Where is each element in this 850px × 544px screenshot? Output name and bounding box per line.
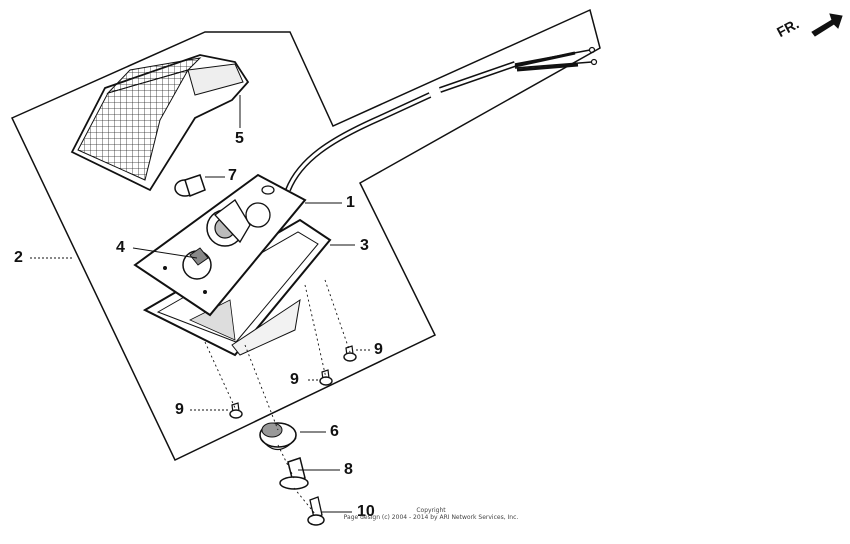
assembly-outline xyxy=(10,8,601,462)
callout-1: 1 xyxy=(346,194,355,211)
screw-9 xyxy=(229,345,357,419)
copyright-line-2: Page design (c) 2004 - 2014 by ARI Netwo… xyxy=(343,514,519,522)
wire-harness xyxy=(285,49,593,192)
callout-5: 5 xyxy=(235,130,244,147)
copyright-notice: Copyright Page design (c) 2004 - 2014 by… xyxy=(336,507,526,521)
callout-8: 8 xyxy=(344,461,353,478)
socket-plate xyxy=(133,173,307,317)
callout-2: 2 xyxy=(14,249,23,266)
bulb xyxy=(174,174,206,197)
wire-terminal xyxy=(588,46,596,54)
collar xyxy=(279,457,309,490)
screw-10 xyxy=(307,496,325,526)
callout-6: 6 xyxy=(330,423,339,440)
callout-4: 4 xyxy=(116,239,125,256)
callout-3: 3 xyxy=(360,237,369,254)
assembly-guides xyxy=(204,279,351,516)
lens xyxy=(70,54,250,192)
callout-10: 10 xyxy=(357,503,375,520)
grommet xyxy=(259,422,297,451)
callout-9: 9 xyxy=(374,341,383,358)
wire-terminal xyxy=(590,58,598,66)
front-direction-arrow-icon xyxy=(811,13,843,37)
callout-9: 9 xyxy=(290,371,299,388)
housing xyxy=(142,218,332,357)
socket-bulb xyxy=(182,247,212,280)
leader-lines xyxy=(30,95,372,513)
copyright-line-1: Copyright xyxy=(416,507,446,514)
callout-7: 7 xyxy=(228,167,237,184)
callout-9: 9 xyxy=(175,401,184,418)
